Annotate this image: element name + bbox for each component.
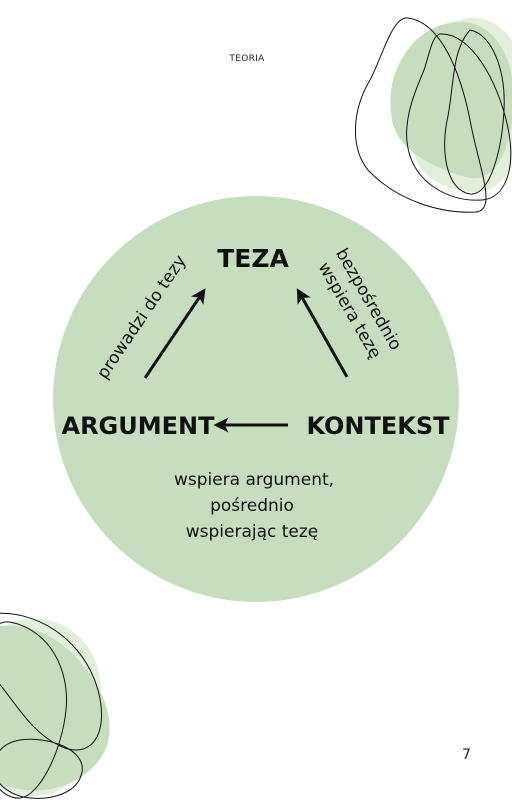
arrow-argument-to-teza xyxy=(143,288,206,379)
diagram-circle xyxy=(53,196,459,602)
section-label: TEORIA xyxy=(229,54,265,64)
decor-blob-top-right xyxy=(354,17,512,213)
edge-label-kontekst-to-argument-line3: wspierając tezę xyxy=(186,522,319,542)
arrow-kontekst-to-teza xyxy=(296,288,349,378)
edge-label-kontekst-to-argument-line1: wspiera argument, xyxy=(174,470,334,490)
node-kontekst: KONTEKST xyxy=(306,412,450,440)
edge-label-kontekst-to-argument-line2: pośrednio xyxy=(210,496,294,516)
node-teza: TEZA xyxy=(217,244,289,273)
page-number: 7 xyxy=(462,747,471,763)
node-argument: ARGUMENT xyxy=(62,412,216,440)
decor-blob-bottom-left xyxy=(0,612,110,799)
